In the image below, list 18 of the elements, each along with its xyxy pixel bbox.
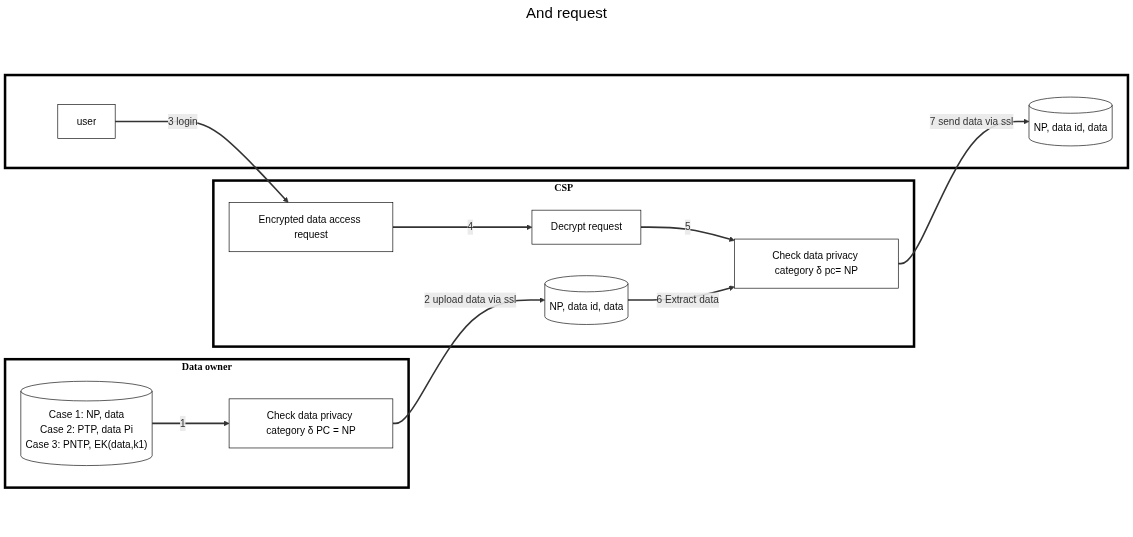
node-box: Check data privacy category δ PC = NP bbox=[228, 398, 394, 448]
edge-label: 4 bbox=[467, 221, 474, 232]
edge-label: 6 Extract data bbox=[656, 294, 719, 305]
edge-label: 3 login bbox=[167, 115, 198, 127]
edge-label: 7 send data via ssl bbox=[929, 115, 1014, 127]
arrow bbox=[392, 296, 546, 424]
node-box: Encrypted data access request bbox=[228, 201, 394, 252]
arrow bbox=[151, 420, 230, 426]
cluster bbox=[3, 73, 1130, 169]
node-box: Decrypt request bbox=[531, 209, 642, 245]
edge-label: 2 upload data via ssl bbox=[424, 294, 517, 305]
arrow bbox=[640, 226, 735, 242]
arrow bbox=[392, 224, 533, 230]
edge-label: 1 bbox=[179, 417, 186, 429]
node-box: Check data privacy category δ pc= NP bbox=[734, 238, 899, 289]
node-box: user bbox=[57, 103, 116, 139]
note-text: And request bbox=[526, 4, 607, 21]
edge-label: 5 bbox=[684, 221, 691, 232]
